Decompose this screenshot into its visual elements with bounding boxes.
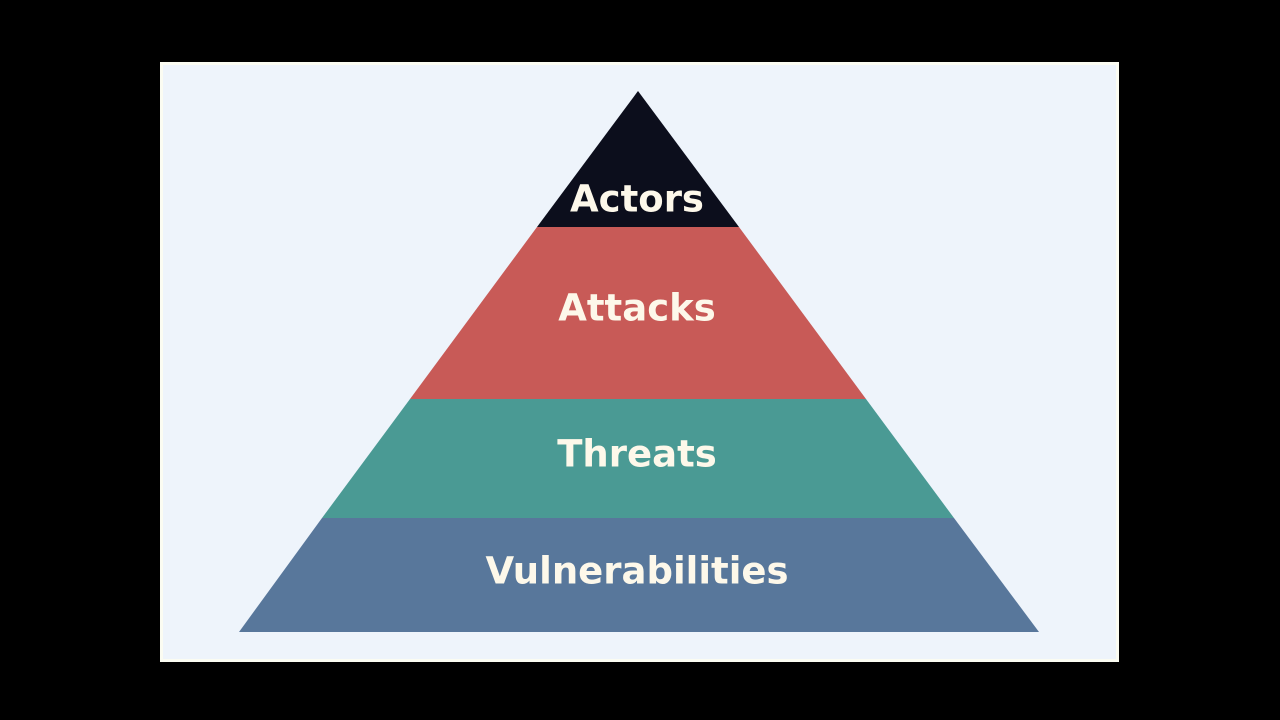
tier-label-threats: Threats [557,433,717,476]
pyramid-diagram: Actors Attacks Threats Vulnerabilities [239,91,1039,632]
slide: Actors Attacks Threats Vulnerabilities [160,62,1119,662]
tier-label-attacks: Attacks [558,287,716,330]
tier-label-vulnerabilities: Vulnerabilities [485,550,788,593]
tier-label-actors: Actors [570,178,704,221]
tier-attacks [410,227,866,399]
tier-actors [537,91,739,227]
tier-threats [322,399,954,518]
tier-vulnerabilities [239,518,1039,632]
